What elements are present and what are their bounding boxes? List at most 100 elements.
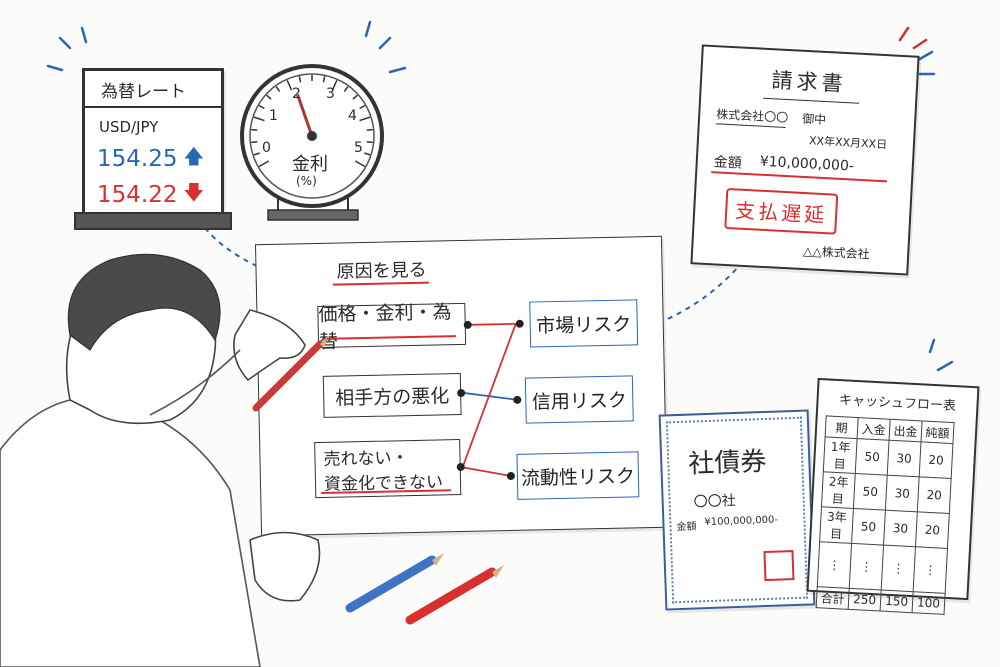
gauge-tick — [364, 152, 371, 156]
person-illustration — [0, 253, 321, 667]
gauge-tick — [352, 94, 358, 100]
table-cell: 20 — [919, 441, 953, 479]
gauge-tick — [266, 94, 272, 100]
gauge-label: 金利 — [292, 154, 328, 175]
table-row: 1年目 50 30 20 — [823, 436, 953, 479]
bond-amount-label: 金額 — [676, 521, 697, 534]
gauge-tick — [354, 160, 366, 168]
invoice-amount: ¥10,000,000- — [759, 153, 855, 175]
gauge-unit: (%) — [296, 174, 317, 188]
arrow-up-icon: 🡅 — [183, 144, 205, 168]
red-pencil-icon — [405, 565, 504, 625]
gauge-tick — [359, 116, 371, 122]
table-cell: 50 — [855, 438, 890, 476]
table-row: 2年目 50 30 20 — [821, 471, 952, 514]
gauge-tick — [298, 76, 302, 83]
risk-box-liquidity: 流動性リスク — [516, 451, 640, 500]
gauge-tick-label: 2 — [292, 86, 301, 102]
table-cell: 2年目 — [821, 471, 856, 509]
table-cell: 20 — [915, 511, 950, 549]
risk-label: 市場リスク — [536, 312, 632, 337]
table-cell: 30 — [885, 475, 920, 512]
column-header: 純額 — [921, 420, 955, 444]
gauge-tick — [251, 141, 258, 144]
invoice-amount-label: 金額 — [713, 154, 743, 172]
rate-down-value: 154.22 — [97, 182, 178, 208]
gauge-tick — [286, 79, 293, 91]
rate-up-value: 154.25 — [97, 146, 178, 172]
gauge-tick — [322, 76, 326, 83]
red-pencil-in-hand-icon — [252, 336, 328, 412]
fx-rate-board: 為替レート USD/JPY 154.25 🡅 154.22 🡇 — [82, 68, 224, 220]
invoice-addressee: 株式会社〇〇 — [715, 107, 789, 126]
cashflow-title: キャッシュフロー表 — [838, 393, 957, 415]
table-cell: 150 — [880, 590, 914, 613]
table-cell: 合計 — [816, 586, 850, 610]
gauge-tick-label: 0 — [262, 140, 271, 156]
bond-title: 社債券 — [687, 446, 767, 480]
gauge-tick-label: 3 — [326, 86, 335, 102]
table-cell: 30 — [883, 510, 918, 547]
title-underline — [763, 97, 860, 104]
gauge-tick-label: 5 — [354, 140, 363, 156]
overdue-stamp-text: 支払遅延 — [734, 198, 828, 228]
gauge-tick — [366, 141, 373, 144]
invoice-issuer: △△株式会社 — [802, 244, 870, 262]
gauge-tick-label: 4 — [348, 108, 357, 124]
risk-label: 信用リスク — [531, 389, 628, 414]
table-cell: ⋮ — [913, 546, 948, 594]
diagram-links — [460, 322, 520, 477]
gauge-tick — [275, 86, 281, 92]
gauge-tick — [331, 79, 338, 91]
risk-box-market: 市場リスク — [529, 299, 639, 348]
table-row: ⋮ ⋮ ⋮ ⋮ — [817, 541, 948, 594]
table-cell: 50 — [853, 473, 888, 511]
table-cell: ⋮ — [817, 541, 852, 589]
table-cell: ⋮ — [849, 543, 884, 591]
currency-pair: USD/JPY — [99, 118, 159, 136]
table-row: 3年目 50 30 20 — [819, 506, 950, 549]
gauge-tick — [258, 160, 270, 168]
gauge-tick — [366, 128, 373, 131]
overdue-stamp: 支払遅延 — [724, 187, 839, 235]
gauge-tick — [251, 128, 258, 131]
blue-pencil-icon — [345, 553, 444, 613]
column-header: 出金 — [889, 419, 923, 442]
gauge-tick — [253, 116, 265, 122]
column-header: 期 — [825, 415, 859, 439]
table-cell: 100 — [912, 591, 946, 615]
fx-board-stand — [74, 212, 232, 230]
table-cell: 30 — [887, 440, 922, 477]
table-cell: 50 — [851, 508, 886, 546]
table-cell: 3年目 — [819, 506, 854, 544]
risk-diagram-sheet: 原因を見る 価格・金利・為替 相手方の悪化 売れない・ 資金化できない 市場リス… — [254, 235, 669, 537]
bond-certificate: 社債券 〇〇社 金額 ¥100,000,000- — [658, 409, 816, 611]
arrow-down-icon: 🡇 — [183, 180, 205, 204]
invoice-document: 請求書 株式会社〇〇 御中 XX年XX月XX日 金額 ¥10,000,000- … — [690, 44, 920, 276]
red-seal-icon — [763, 550, 795, 582]
gauge-tick — [258, 104, 265, 110]
risk-box-credit: 信用リスク — [524, 375, 634, 424]
invoice-date: XX年XX月XX日 — [808, 134, 888, 152]
table-cell: 20 — [917, 476, 952, 514]
gauge-tick-label: 1 — [269, 108, 278, 124]
cause-label: 価格・金利・為替 — [318, 301, 452, 353]
gauge-tick — [359, 104, 366, 110]
amount-underline — [711, 171, 888, 183]
interest-rate-gauge: 0 1 2 3 4 5 金利 (%) — [236, 56, 386, 226]
table-cell: 250 — [848, 588, 882, 611]
invoice-title: 請求書 — [771, 68, 848, 97]
cause-label: 相手方の悪化 — [334, 384, 450, 410]
cause-box-counterparty: 相手方の悪化 — [322, 373, 462, 418]
gauge-tick — [253, 152, 260, 156]
invoice-honorific: 御中 — [801, 111, 827, 128]
cashflow-table: 期 入金 出金 純額 1年目 50 30 20 2年目 50 30 20 3年目… — [816, 415, 955, 615]
cashflow-sheet: キャッシュフロー表 期 入金 出金 純額 1年目 50 30 20 2年目 50… — [806, 377, 980, 615]
gauge-dial — [240, 64, 384, 221]
table-cell: ⋮ — [881, 545, 916, 592]
risk-label: 流動性リスク — [520, 464, 636, 490]
table-cell: 1年目 — [823, 436, 858, 474]
bond-company: 〇〇社 — [693, 493, 736, 511]
gauge-tick — [343, 86, 349, 92]
column-header: 入金 — [857, 417, 891, 441]
